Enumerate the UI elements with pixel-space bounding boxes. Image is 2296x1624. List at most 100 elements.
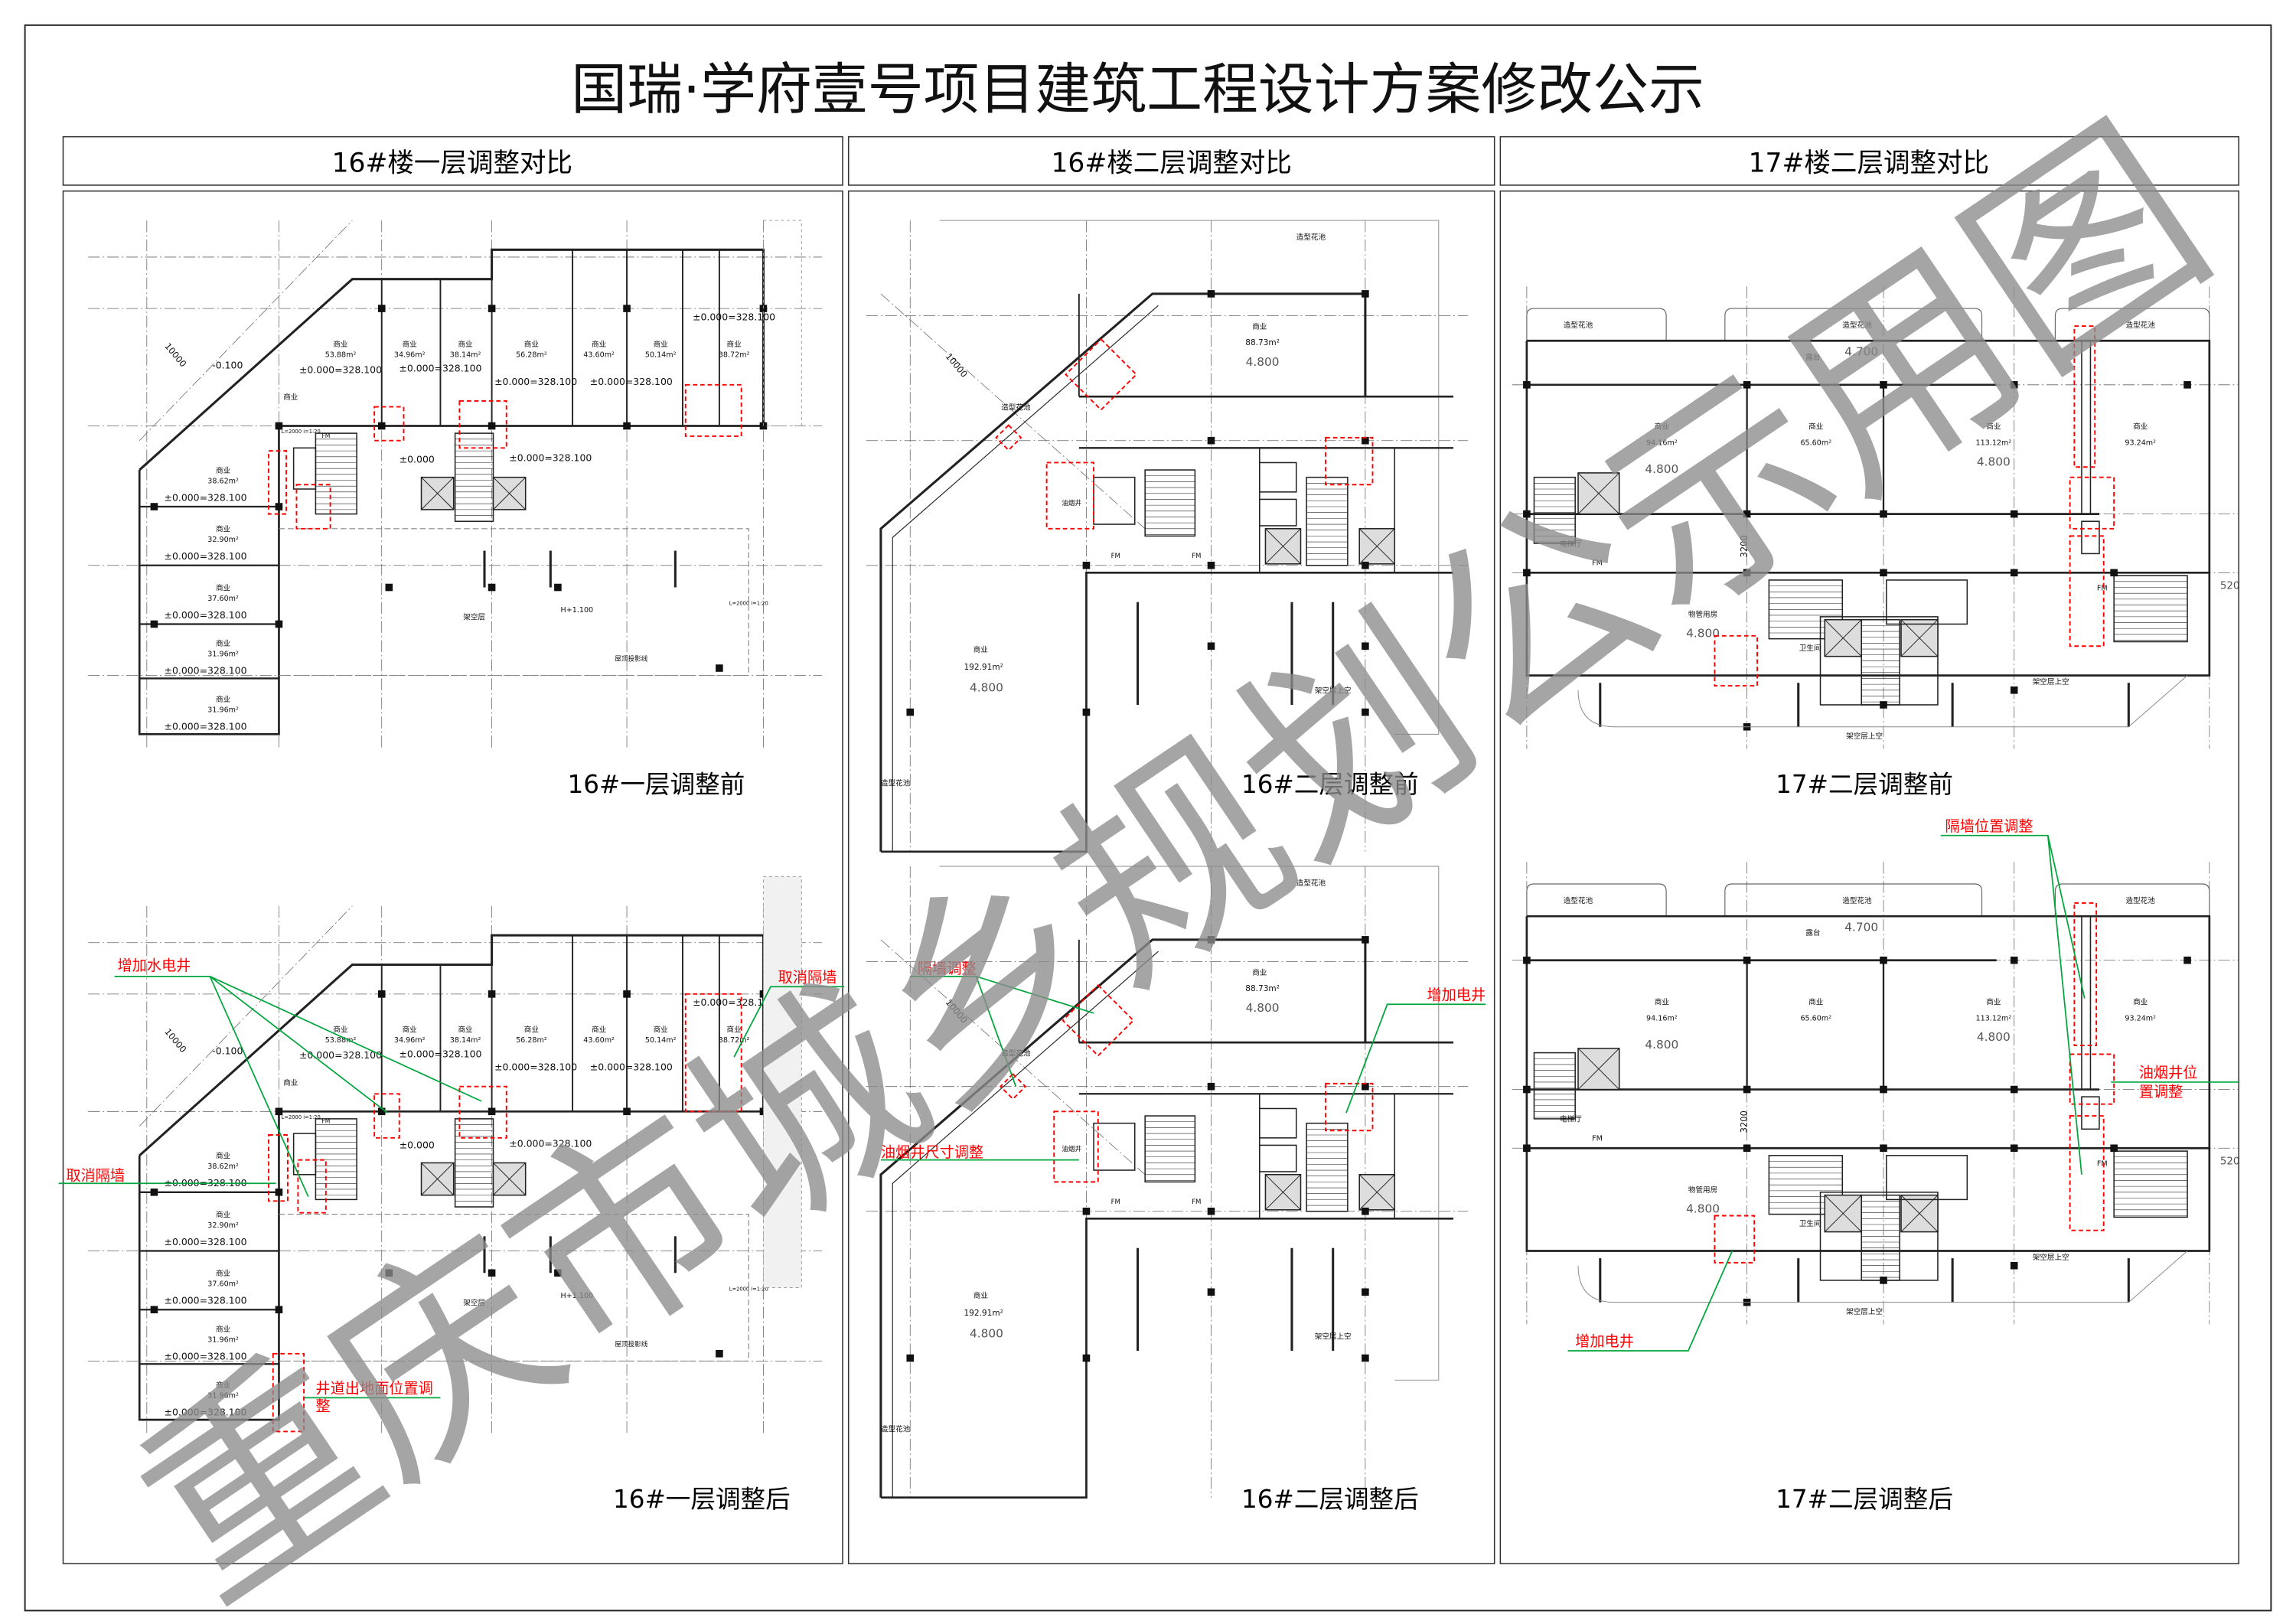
structural-column <box>1362 1207 1369 1215</box>
change-marker-box <box>373 1093 400 1139</box>
shop-area: 38.62m² <box>207 1163 239 1171</box>
shop-name: 商业 <box>726 340 742 349</box>
leader-line <box>2047 835 2082 1175</box>
structural-column <box>488 305 496 312</box>
shop-area: 31.96m² <box>207 651 239 659</box>
structural-column <box>385 583 393 592</box>
structural-column <box>554 1269 562 1277</box>
planter-label: 造型花池 <box>1564 896 1593 905</box>
structural-column <box>377 305 386 312</box>
terrace-label: 露台 <box>1805 353 1820 362</box>
leader-line <box>733 986 844 1058</box>
structural-column <box>1082 1354 1091 1362</box>
panel-17-f2 <box>1499 190 2239 1564</box>
annotation-add-elec-shaft-17: 增加电井 <box>1575 1332 1634 1350</box>
fire-door-label: FM <box>321 1118 330 1125</box>
floor-level: 4.800 <box>1246 355 1280 369</box>
floor-elevation: ±0.000=328.100 <box>509 452 592 464</box>
wall-line <box>1900 1195 1939 1232</box>
fire-door-label: FM <box>2097 1159 2108 1168</box>
planter-label: 造型花池 <box>1001 403 1031 412</box>
structural-column <box>488 990 496 998</box>
wall-line <box>1824 619 1862 657</box>
structural-column <box>1362 1288 1369 1296</box>
shop-area: 94.16m² <box>1646 439 1678 447</box>
shop-area: 34.96m² <box>394 1036 426 1045</box>
structural-column <box>1743 569 1751 577</box>
site-strip <box>762 876 802 1288</box>
floor-elevation: ±0.000=328.100 <box>299 1049 382 1061</box>
shop-name: 商业 <box>283 393 298 402</box>
structural-column <box>1880 510 1887 518</box>
shop-area: 34.96m² <box>394 351 426 359</box>
shop-area: 43.60m² <box>583 1036 615 1045</box>
structural-column <box>1082 708 1091 716</box>
structural-column <box>1207 561 1215 569</box>
structural-column <box>2010 510 2018 518</box>
wall-line <box>1358 528 1395 565</box>
floor-level: 4.800 <box>1645 1038 1678 1052</box>
structural-column <box>2010 569 2018 577</box>
wall-line <box>421 477 455 510</box>
floor-level: 4.800 <box>1645 462 1678 476</box>
utility-room <box>1259 461 1297 493</box>
lift-lobby-label: 电梯厅 <box>1560 1115 1582 1124</box>
smoke-shaft <box>2081 1096 2100 1130</box>
shop-name: 商业 <box>2133 997 2148 1006</box>
floor-elevation: ±0.000=328.100 <box>165 1406 247 1417</box>
structural-column <box>488 583 496 592</box>
structural-column <box>377 990 386 998</box>
change-marker-box <box>2069 535 2105 647</box>
structural-column <box>623 422 631 430</box>
structural-column <box>1523 956 1531 964</box>
shop-name: 商业 <box>403 1026 418 1035</box>
wall-line <box>1265 1174 1301 1211</box>
structural-column <box>1207 1207 1215 1215</box>
floor-level: 4.800 <box>1977 1030 2011 1044</box>
structural-column <box>1880 1085 1887 1094</box>
shop-area: 43.60m² <box>583 351 615 359</box>
planter-label: 造型花池 <box>1842 321 1872 330</box>
structural-column <box>1362 708 1369 716</box>
structural-column <box>1880 956 1887 964</box>
structural-column <box>488 1107 496 1116</box>
floor-elevation: ±0.000=328.100 <box>509 1137 592 1149</box>
structural-column <box>1880 569 1887 577</box>
shop-area: 32.90m² <box>207 1221 239 1230</box>
panel-16-f1 <box>62 190 843 1564</box>
floor-elevation: ±0.000=328.100 <box>165 665 247 677</box>
leader-line <box>1345 1003 1486 1114</box>
shop-name: 商业 <box>216 1210 231 1219</box>
outdoor-level: -0.100 <box>212 360 243 371</box>
dimension: 3200 <box>1739 1110 1750 1133</box>
floor-elevation: ±0.000=328.100 <box>590 376 673 387</box>
staircase <box>1144 469 1196 537</box>
annotation-add-water-elec-shaft: 增加水电井 <box>117 957 191 974</box>
ramp-slope: L=2000 i=1:20 <box>282 429 321 435</box>
leader-line <box>975 976 1017 1087</box>
structural-column <box>1880 1144 1887 1153</box>
wall-line <box>493 477 527 510</box>
staircase <box>1306 476 1349 566</box>
structural-column <box>1880 381 1887 389</box>
staircase <box>1144 1115 1196 1183</box>
shop-area: 50.14m² <box>645 351 677 359</box>
wall-line <box>1577 1048 1620 1090</box>
floor-level: 4.800 <box>1246 1001 1280 1015</box>
annotation-smoke-shaft-position-adjust-cont: 置调整 <box>2139 1083 2183 1101</box>
fire-door-label: FM <box>1192 553 1201 560</box>
shaft <box>292 1133 317 1176</box>
shop-name: 商业 <box>216 1269 231 1278</box>
utility-room <box>1259 1107 1297 1139</box>
fire-door-label: FM <box>2097 584 2108 592</box>
roof-projection-label: 屋顶投影线 <box>615 1339 648 1348</box>
change-marker-box <box>272 1352 305 1433</box>
void-label: 架空层上空 <box>1315 1332 1352 1342</box>
floor-elevation: ±0.000=328.100 <box>494 376 577 387</box>
roof-projection-label: 屋顶投影线 <box>615 654 648 663</box>
site-boundary <box>939 866 1440 1381</box>
lift-lobby-label: 电梯厅 <box>1560 540 1582 549</box>
shop-name: 商业 <box>524 1026 540 1035</box>
annotation-partition-adjust: 隔墙调整 <box>918 960 977 977</box>
change-marker-box <box>1325 1082 1374 1132</box>
